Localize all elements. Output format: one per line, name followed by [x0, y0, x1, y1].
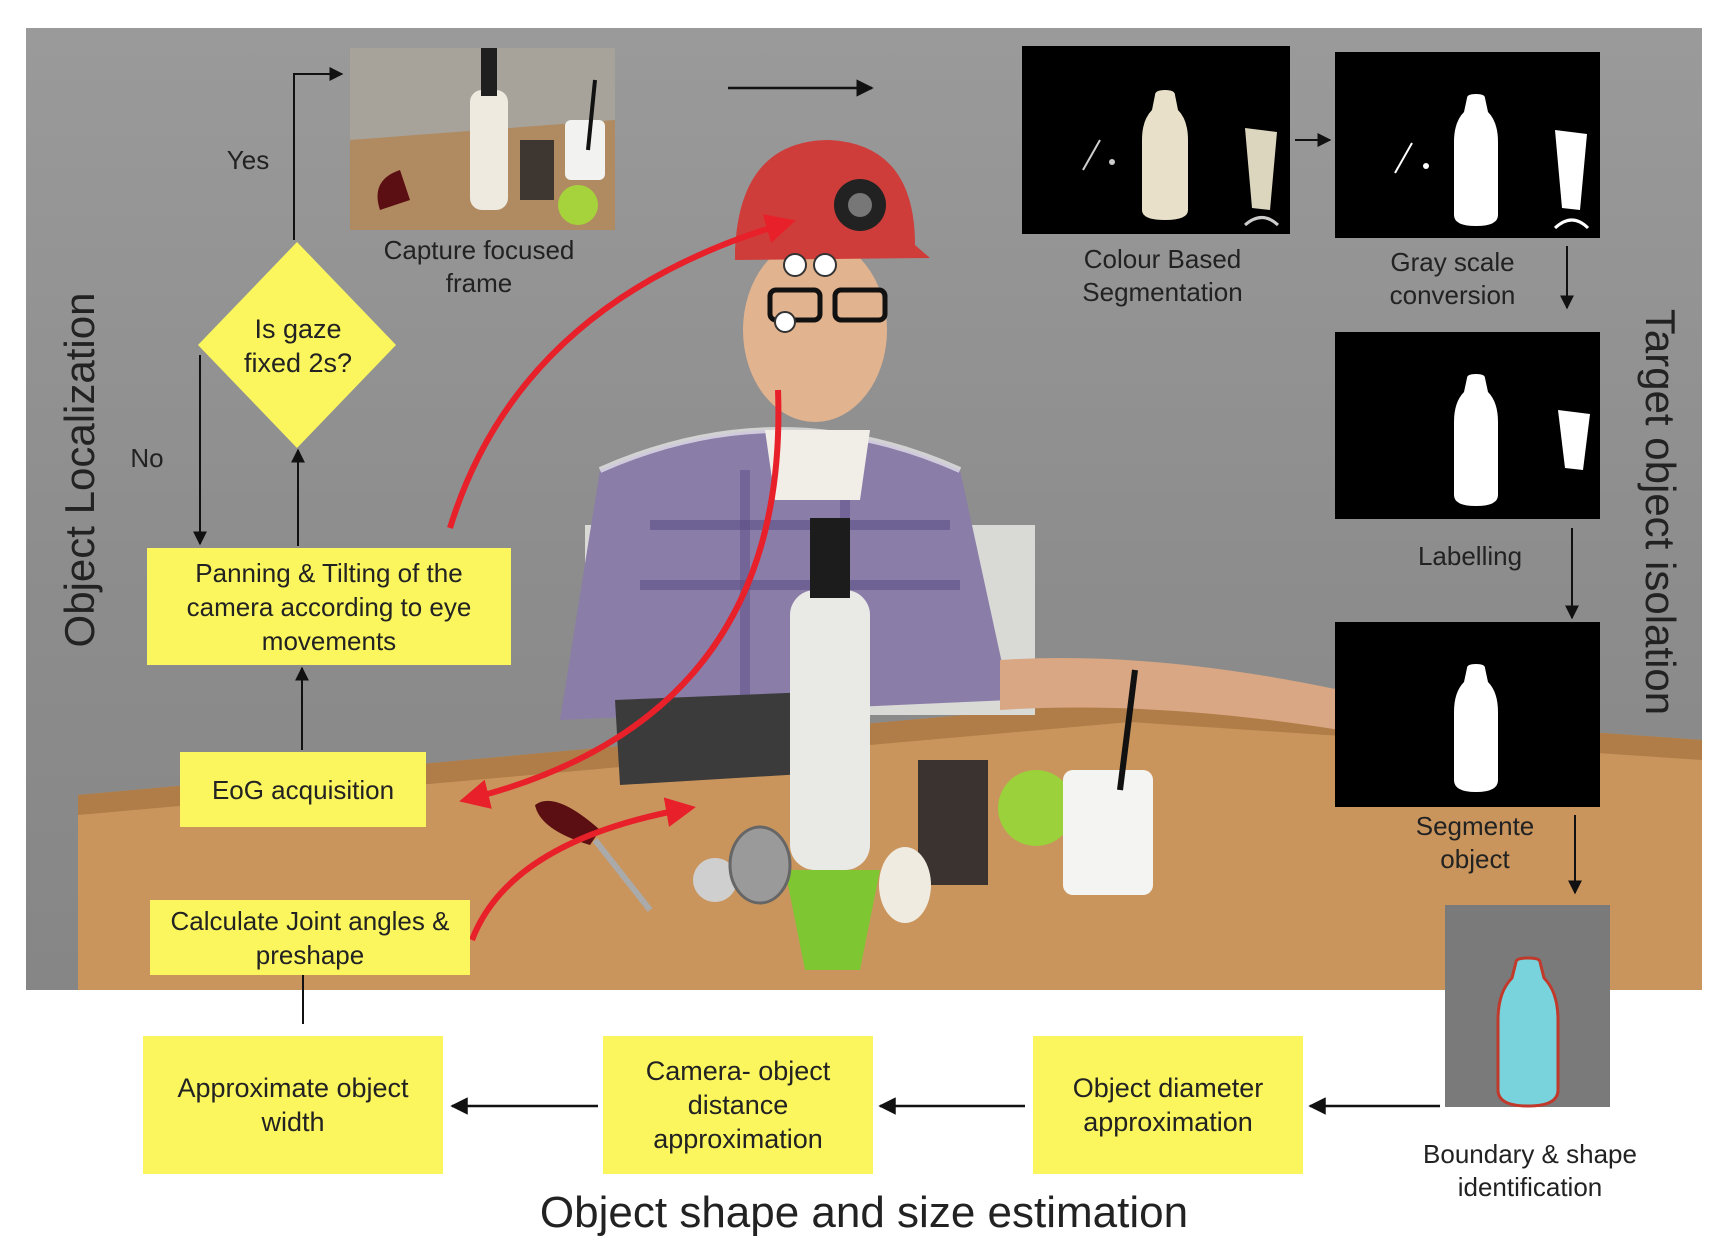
segmented-object-label: Segmente object: [1415, 811, 1535, 874]
no-label: No: [130, 443, 164, 473]
tennis-ball: [998, 770, 1074, 846]
pan-tilt-box: Panning & Tilting of the camera accordin…: [147, 548, 511, 665]
object-diameter-box: Object diameter approximation: [1033, 1036, 1303, 1174]
green-cup: [785, 870, 880, 970]
joint-angles-box: Calculate Joint angles & preshape: [150, 900, 470, 975]
mug: [1063, 770, 1153, 895]
colour-segmentation-label: Colour Based Segmentation: [1082, 244, 1243, 307]
shape-size-estimation-title: Object shape and size estimation: [539, 1188, 1189, 1237]
dark-block: [918, 760, 988, 885]
object-localization-title: Object Localization: [56, 292, 103, 648]
person-head: [743, 238, 887, 422]
decision-text: Is gaze fixed 2s?: [243, 314, 353, 378]
camera-distance-box: Camera- object distance approximation: [603, 1036, 873, 1174]
egg: [879, 847, 931, 923]
labelling-label: Labelling: [1417, 541, 1523, 571]
eog-acquisition-box: EoG acquisition: [180, 752, 426, 827]
grayscale-label: Gray scale conversion: [1389, 247, 1516, 310]
screwdriver: [535, 800, 600, 845]
person-torso: [560, 430, 1010, 720]
boundary-shape-label: Boundary & shape identification: [1423, 1139, 1637, 1202]
approximate-width-box: Approximate object width: [143, 1036, 443, 1174]
target-isolation-title: Target object isolation: [1637, 308, 1684, 716]
yes-label: Yes: [226, 145, 270, 175]
bottle: [790, 590, 870, 870]
person-arm: [1000, 658, 1340, 730]
capture-frame-label: Capture focused frame: [383, 235, 575, 298]
golf-ball: [693, 858, 737, 902]
